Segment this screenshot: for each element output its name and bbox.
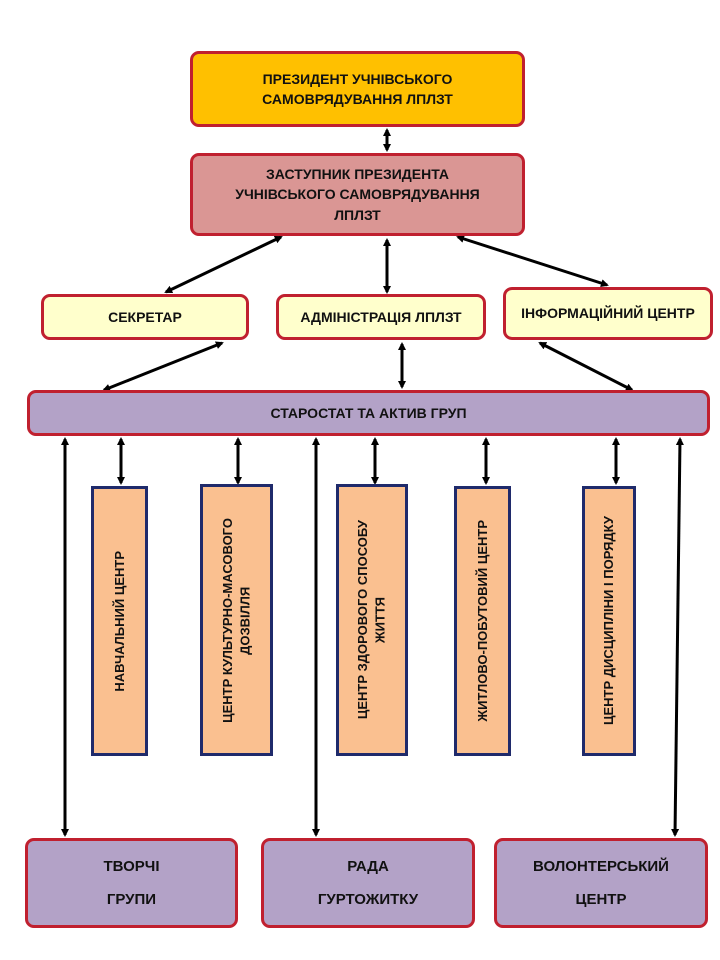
center-box-3: ЦЕНТР ЗДОРОВОГО СПОСОБУ ЖИТТЯ	[336, 484, 408, 756]
center-4-line-1: ЖИТЛОВО-ПОБУТОВИЙ ЦЕНТР	[474, 520, 490, 722]
center-1-line-1: НАВЧАЛЬНИЙ ЦЕНТР	[111, 550, 127, 692]
arrow-council-volunteer-center	[671, 437, 684, 837]
arrow-info-center-council	[538, 341, 634, 392]
deputy-line-3: ЛПЛЗТ	[334, 206, 381, 223]
arrow-secretary-council	[102, 341, 224, 392]
creative-groups-box: ТВОРЧІ ГРУПИ	[25, 838, 238, 928]
center-box-1: НАВЧАЛЬНИЙ ЦЕНТР	[91, 486, 148, 756]
center-2-line-2: ДОЗВІЛЛЯ	[237, 585, 253, 655]
creative-groups-line-2: ГРУПИ	[106, 891, 157, 908]
administration-label: АДМІНІСТРАЦІЯ ЛПЛЗТ	[300, 308, 462, 325]
center-2-line-1: ЦЕНТР КУЛЬТУРНО-МАСОВОГО	[219, 517, 235, 723]
creative-groups-line-1: ТВОРЧІ	[103, 858, 160, 875]
center-box-2: ЦЕНТР КУЛЬТУРНО-МАСОВОГО ДОЗВІЛЛЯ	[200, 484, 273, 756]
dorm-council-line-2: ГУРТОЖИТКУ	[317, 891, 419, 908]
center-5-line-1: ЦЕНТР ДИСЦИПЛІНИ І ПОРЯДКУ	[601, 516, 617, 726]
center-3-line-2: ЖИТТЯ	[373, 596, 388, 644]
center-box-5: ЦЕНТР ДИСЦИПЛІНИ І ПОРЯДКУ	[582, 486, 636, 756]
council-bar: СТАРОСТАТ ТА АКТИВ ГРУП	[27, 390, 710, 436]
president-line-1: ПРЕЗИДЕНТ УЧНІВСЬКОГО	[262, 70, 453, 87]
arrow-deputy-info-center	[456, 235, 609, 287]
volunteer-center-box: ВОЛОНТЕРСЬКИЙ ЦЕНТР	[494, 838, 708, 928]
info-center-label: ІНФОРМАЦІЙНИЙ ЦЕНТР	[521, 305, 695, 322]
center-3-line-1: ЦЕНТР ЗДОРОВОГО СПОСОБУ	[355, 520, 371, 720]
volunteer-center-line-2: ЦЕНТР	[575, 891, 627, 908]
dorm-council-box: РАДА ГУРТОЖИТКУ	[261, 838, 475, 928]
volunteer-center-line-1: ВОЛОНТЕРСЬКИЙ	[533, 858, 669, 875]
secretary-label: СЕКРЕТАР	[108, 308, 182, 325]
center-box-4: ЖИТЛОВО-ПОБУТОВИЙ ЦЕНТР	[454, 486, 511, 756]
president-box: ПРЕЗИДЕНТ УЧНІВСЬКОГО САМОВРЯДУВАННЯ ЛПЛ…	[190, 51, 525, 127]
council-label: СТАРОСТАТ ТА АКТИВ ГРУП	[270, 404, 467, 421]
secretary-box: СЕКРЕТАР	[41, 294, 249, 340]
info-center-box: ІНФОРМАЦІЙНИЙ ЦЕНТР	[503, 287, 713, 340]
deputy-line-2: УЧНІВСЬКОГО САМОВРЯДУВАННЯ	[235, 186, 480, 203]
dorm-council-line-1: РАДА	[347, 858, 389, 875]
administration-box: АДМІНІСТРАЦІЯ ЛПЛЗТ	[276, 294, 486, 340]
deputy-line-1: ЗАСТУПНИК ПРЕЗИДЕНТА	[265, 166, 449, 183]
arrow-deputy-secretary	[164, 235, 283, 294]
deputy-box: ЗАСТУПНИК ПРЕЗИДЕНТА УЧНІВСЬКОГО САМОВРЯ…	[190, 153, 525, 236]
president-line-2: САМОВРЯДУВАННЯ ЛПЛЗТ	[262, 91, 453, 107]
